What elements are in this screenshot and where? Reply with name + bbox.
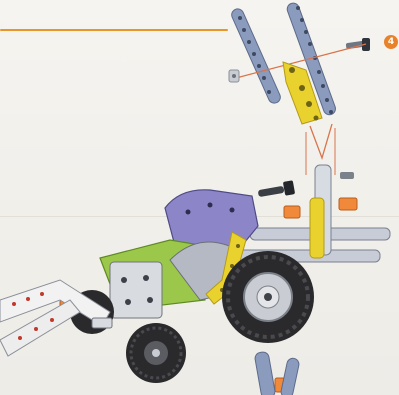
screw-top xyxy=(346,38,370,51)
front-wheel xyxy=(126,323,186,383)
orange-nut xyxy=(284,206,300,218)
tractor-model xyxy=(0,165,390,383)
nut-left xyxy=(229,70,239,82)
steel-strip-left xyxy=(230,7,282,105)
exploded-parts-group xyxy=(229,1,370,175)
engine-block xyxy=(110,262,162,318)
rear-wheel xyxy=(222,251,314,343)
bracket-arrow-icon xyxy=(310,124,332,158)
